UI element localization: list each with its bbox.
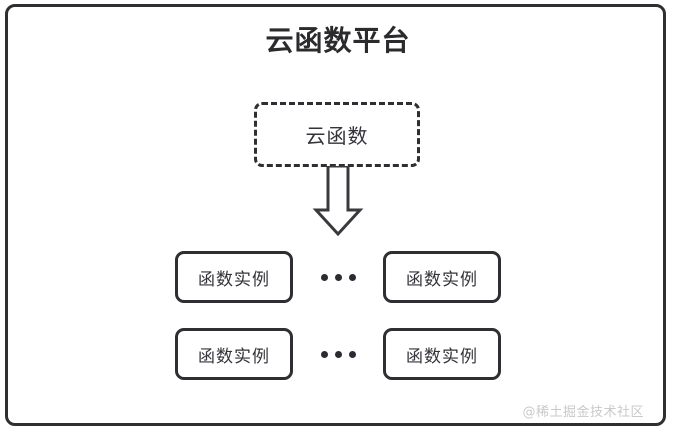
ellipsis-icon bbox=[312, 328, 364, 380]
ellipsis-dot bbox=[348, 273, 356, 281]
function-instance-label: 函数实例 bbox=[198, 269, 270, 290]
ellipsis-icon bbox=[312, 251, 364, 303]
watermark: @稀土掘金技术社区 bbox=[522, 405, 644, 420]
function-instance-label: 函数实例 bbox=[406, 269, 478, 290]
page-title: 云函数平台 bbox=[265, 24, 411, 57]
function-instance-box: 函数实例 bbox=[383, 328, 501, 380]
function-instance-box: 函数实例 bbox=[175, 328, 293, 380]
instance-row: 函数实例 函数实例 bbox=[0, 251, 676, 303]
function-instance-box: 函数实例 bbox=[383, 251, 501, 303]
function-instance-box: 函数实例 bbox=[175, 251, 293, 303]
ellipsis-dot bbox=[348, 350, 356, 358]
ellipsis-dot bbox=[334, 273, 342, 281]
down-block-arrow-icon bbox=[312, 166, 364, 236]
ellipsis-dot bbox=[320, 350, 328, 358]
ellipsis-dot bbox=[334, 350, 342, 358]
cloud-function-node: 云函数 bbox=[254, 102, 420, 167]
instance-row: 函数实例 函数实例 bbox=[0, 328, 676, 380]
ellipsis-dot bbox=[320, 273, 328, 281]
function-instance-label: 函数实例 bbox=[198, 346, 270, 367]
cloud-function-label: 云函数 bbox=[305, 124, 369, 148]
function-instance-label: 函数实例 bbox=[406, 346, 478, 367]
